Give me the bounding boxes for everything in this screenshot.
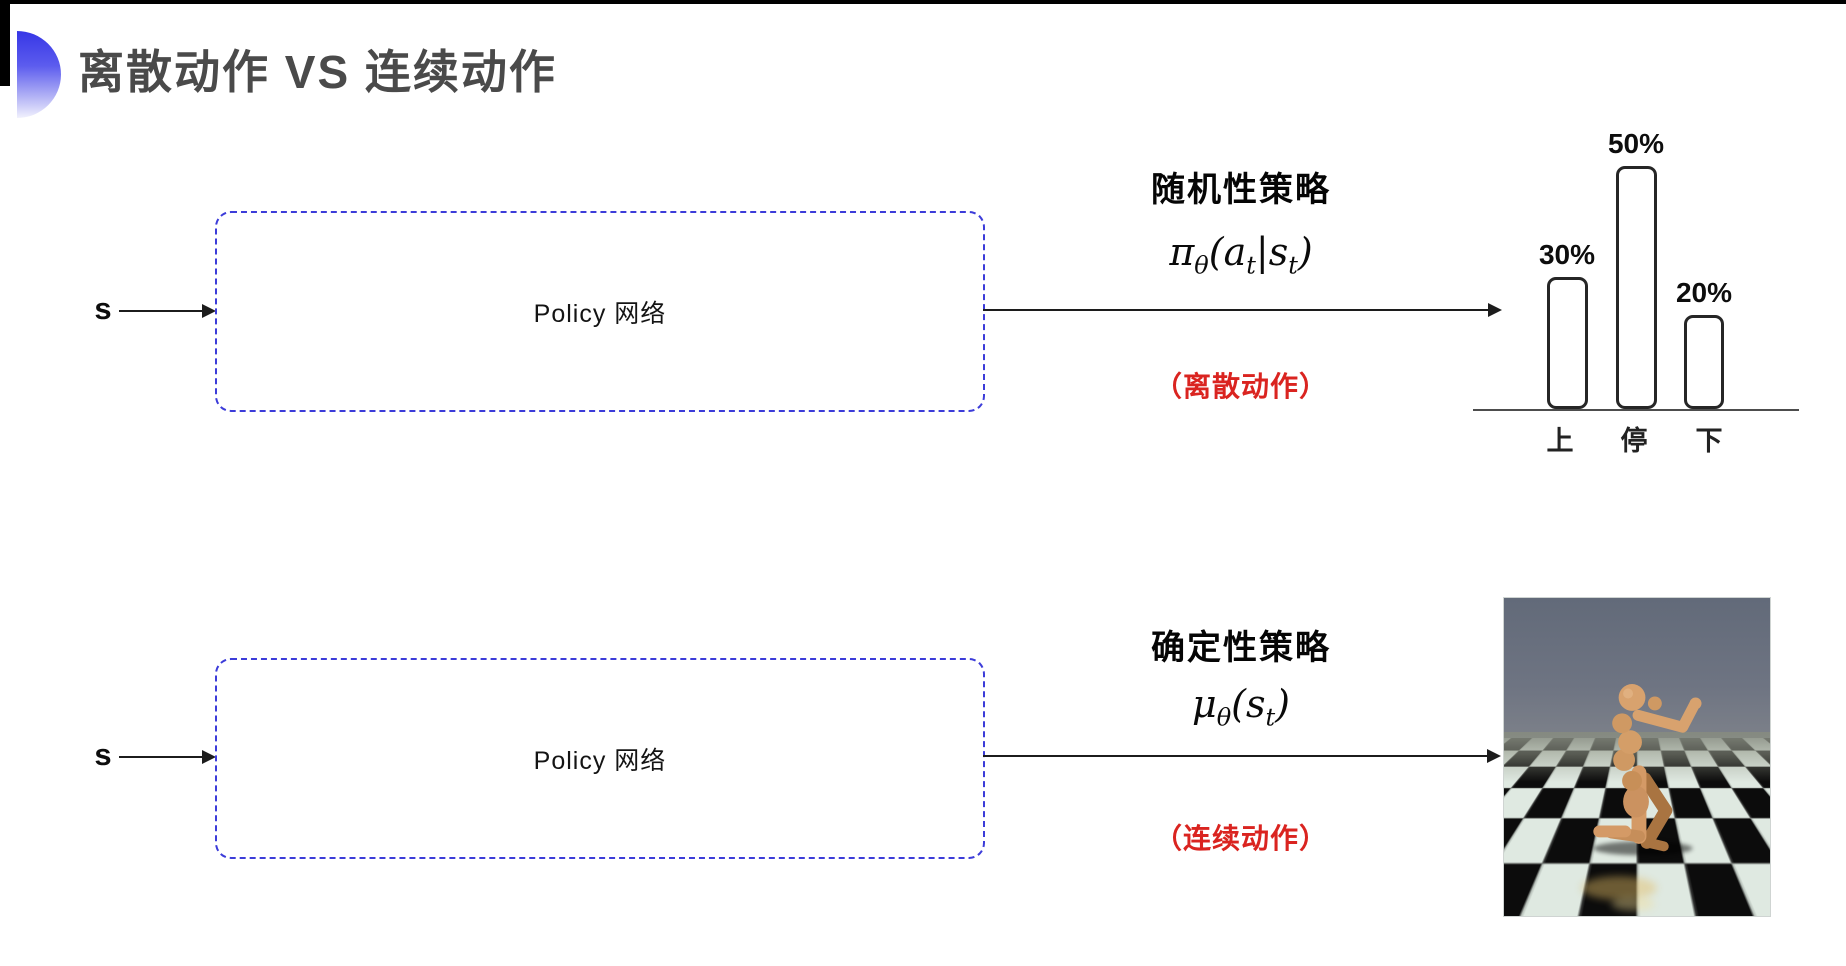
bar-category-label: 下 xyxy=(1695,426,1723,456)
formula-t-sub: t xyxy=(1265,703,1276,732)
humanoid-robot-figure xyxy=(1581,684,1702,911)
formula-bar-s: |s xyxy=(1255,230,1289,274)
accent-semicircle-icon xyxy=(17,31,61,118)
bar-stop xyxy=(1616,166,1657,409)
chart-baseline xyxy=(1473,409,1799,411)
state-input-label-top: s xyxy=(94,291,112,326)
action-type-note-discrete: （离散动作） xyxy=(1153,371,1328,402)
formula-pi: π xyxy=(1169,230,1195,274)
deterministic-policy-formula: μθ(st) xyxy=(1066,682,1416,732)
left-frame-edge xyxy=(0,0,10,86)
arrow-right-icon-input-bottom xyxy=(119,750,216,764)
policy-network-label-top: Policy 网络 xyxy=(533,299,667,328)
arrow-right-icon-input-top xyxy=(119,304,216,318)
policy-network-box-top: Policy 网络 xyxy=(215,211,985,412)
formula-mu: μ xyxy=(1192,682,1217,726)
arrow-right-icon-output-bottom xyxy=(983,749,1501,763)
formula-close: ) xyxy=(1297,230,1313,274)
page-title: 离散动作 VS 连续动作 xyxy=(78,46,557,98)
bar-down xyxy=(1684,315,1724,409)
formula-open-a: (a xyxy=(1208,230,1247,274)
formula-theta-sub: θ xyxy=(1194,251,1209,280)
action-type-note-continuous: （连续动作） xyxy=(1153,823,1328,854)
policy-type-title-deterministic: 确定性策略 xyxy=(1151,629,1331,667)
policy-network-label-bottom: Policy 网络 xyxy=(533,746,667,775)
policy-type-title-stochastic: 随机性策略 xyxy=(1151,171,1331,209)
bar-category-label: 停 xyxy=(1620,426,1648,456)
bar-value-label: 50% xyxy=(1607,128,1665,159)
policy-network-box-bottom: Policy 网络 xyxy=(215,658,985,859)
state-input-label-bottom: s xyxy=(94,737,112,772)
humanoid-simulation-image xyxy=(1503,597,1771,917)
bar-value-label: 20% xyxy=(1675,277,1733,308)
probability-bar-chart: 30% 50% 20% 上 停 下 xyxy=(1473,99,1799,456)
formula-t-sub: t xyxy=(1246,251,1256,280)
arrow-right-icon-output-top xyxy=(983,303,1502,317)
formula-theta-sub: θ xyxy=(1216,703,1232,732)
formula-open-s: (s xyxy=(1231,682,1266,726)
bar-category-label: 上 xyxy=(1546,426,1574,456)
top-frame-edge xyxy=(0,0,1846,4)
formula-t-sub: t xyxy=(1288,251,1298,280)
stochastic-policy-formula: πθ(at|st) xyxy=(1066,230,1416,280)
bar-value-label: 30% xyxy=(1538,239,1596,270)
formula-close: ) xyxy=(1275,682,1290,726)
bar-up xyxy=(1547,277,1588,409)
